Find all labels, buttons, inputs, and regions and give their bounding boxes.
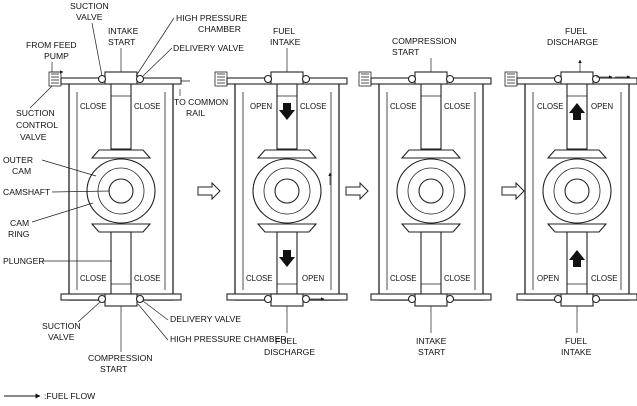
label-intake-start-stage1: INTAKE START: [108, 26, 141, 47]
label-high-pressure-chamber-top: HIGH PRESSURE CHAMBER: [176, 13, 250, 34]
stage4-plunger-up-arrow: [569, 103, 585, 120]
stage4-intake-flow-arrow: [569, 250, 585, 267]
stage1-valve-top-right-state: CLOSE: [134, 102, 160, 111]
stage2-valve-bottom-left-state: CLOSE: [246, 274, 272, 283]
label-cam-ring: CAM RING: [8, 218, 32, 239]
stage2-intake-flow-arrow: [279, 103, 295, 120]
label-high-pressure-chamber-bottom: HIGH PRESSURE CHAMBER: [170, 334, 287, 344]
stage4-valve-top-right-state: OPEN: [591, 102, 613, 111]
label-suction-valve-top: SUCTION VALVE: [70, 1, 111, 22]
stage-arrow-3: [501, 182, 525, 200]
label-from-feed-pump-line1: FROM FEED: [26, 40, 77, 50]
label-fuel-intake-stage4: FUEL INTAKE: [561, 336, 592, 357]
stage1-valve-bottom-right-state: CLOSE: [134, 274, 160, 283]
stage4-valve-bottom-right-state: CLOSE: [591, 274, 617, 283]
label-fuel-discharge-stage4: FUEL DISCHARGE: [547, 26, 598, 47]
stage3-valve-bottom-right-state: CLOSE: [444, 274, 470, 283]
stage1-valve-bottom-left-state: CLOSE: [80, 274, 106, 283]
label-compression-start-stage1: COMPRESSION START: [88, 353, 155, 374]
label-suction-control-valve: SUCTION CONTROL VALVE: [16, 108, 60, 142]
stage-arrow-2: [345, 182, 369, 200]
label-delivery-valve-bottom: DELIVERY VALVE: [170, 314, 241, 324]
label-camshaft: CAMSHAFT: [3, 187, 51, 197]
stage2-plunger-down-arrow: [279, 250, 295, 267]
stage-4-pump: CLOSE OPEN OPEN CLOSE: [504, 59, 637, 307]
label-from-feed-pump-line2: PUMP: [44, 51, 69, 61]
label-compression-start-stage3: COMPRESSION START: [392, 36, 459, 57]
stage2-valve-top-right-state: CLOSE: [300, 102, 326, 111]
stage3-valve-top-left-state: CLOSE: [390, 102, 416, 111]
stage2-valve-top-left-state: OPEN: [250, 102, 272, 111]
label-fuel-discharge-stage2: FUEL DISCHARGE: [264, 336, 315, 357]
label-intake-start-stage3: INTAKE START: [416, 336, 449, 357]
stage3-valve-top-right-state: CLOSE: [444, 102, 470, 111]
label-outer-cam: OUTER CAM: [3, 155, 35, 176]
stage-arrow-1: [197, 182, 221, 200]
label-fuel-intake-stage2: FUEL INTAKE: [270, 26, 301, 47]
label-to-common-rail: TO COMMON RAIL: [174, 97, 231, 118]
stage4-valve-bottom-left-state: OPEN: [537, 274, 559, 283]
stage-3-pump: CLOSE CLOSE CLOSE CLOSE: [358, 71, 492, 307]
label-suction-valve-bottom: SUCTION VALVE: [42, 321, 83, 342]
stage-2-pump: OPEN CLOSE CLOSE OPEN: [214, 71, 348, 307]
legend-fuel-flow: :FUEL FLOW: [44, 391, 96, 401]
label-delivery-valve-top: DELIVERY VALVE: [173, 43, 244, 53]
stage3-valve-bottom-left-state: CLOSE: [390, 274, 416, 283]
stage4-valve-top-left-state: CLOSE: [537, 102, 563, 111]
label-plunger: PLUNGER: [3, 256, 45, 266]
stage-1-pump: CLOSE CLOSE CLOSE CLOSE: [48, 71, 190, 307]
stage1-valve-top-left-state: CLOSE: [80, 102, 106, 111]
stage2-valve-bottom-right-state: OPEN: [302, 274, 324, 283]
